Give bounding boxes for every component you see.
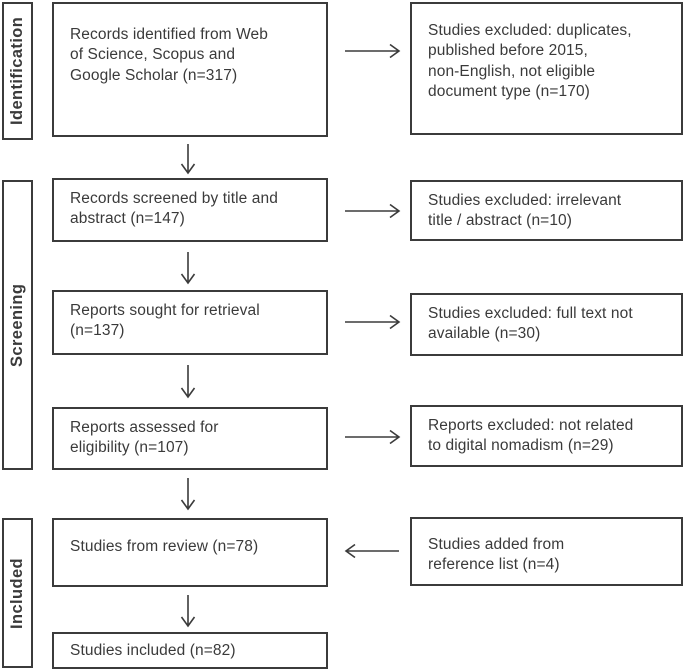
- arrow-down-icon: [180, 365, 196, 399]
- arrow-right-icon: [345, 203, 401, 219]
- stage-label-screening: Screening: [2, 180, 33, 470]
- flow-box-records-identified: Records identified from Web of Science, …: [52, 2, 328, 137]
- arrow-right-icon: [345, 314, 401, 330]
- flow-box-reports-assessed: Reports assessed for eligibility (n=107): [52, 407, 328, 470]
- arrow-down-icon: [180, 478, 196, 511]
- flow-box-studies-included: Studies included (n=82): [52, 632, 328, 669]
- arrow-down-icon: [180, 595, 196, 628]
- exclusion-box-irrelevant-title: Studies excluded: irrelevant title / abs…: [410, 180, 683, 241]
- arrow-down-icon: [180, 144, 196, 175]
- arrow-right-icon: [345, 429, 401, 445]
- arrow-down-icon: [180, 252, 196, 285]
- exclusion-box-not-related: Reports excluded: not related to digital…: [410, 405, 683, 467]
- arrow-right-icon: [345, 43, 401, 59]
- arrow-left-icon: [344, 543, 399, 559]
- exclusion-box-full-text: Studies excluded: full text not availabl…: [410, 293, 683, 356]
- flow-box-studies-from-review: Studies from review (n=78): [52, 518, 328, 587]
- flow-box-records-screened: Records screened by title and abstract (…: [52, 178, 328, 242]
- stage-label-included: Included: [2, 518, 33, 668]
- exclusion-box-duplicates: Studies excluded: duplicates, published …: [410, 2, 683, 135]
- addition-box-reference-list: Studies added from reference list (n=4): [410, 517, 683, 586]
- flow-box-reports-sought: Reports sought for retrieval (n=137): [52, 290, 328, 355]
- stage-label-identification: Identification: [2, 2, 33, 140]
